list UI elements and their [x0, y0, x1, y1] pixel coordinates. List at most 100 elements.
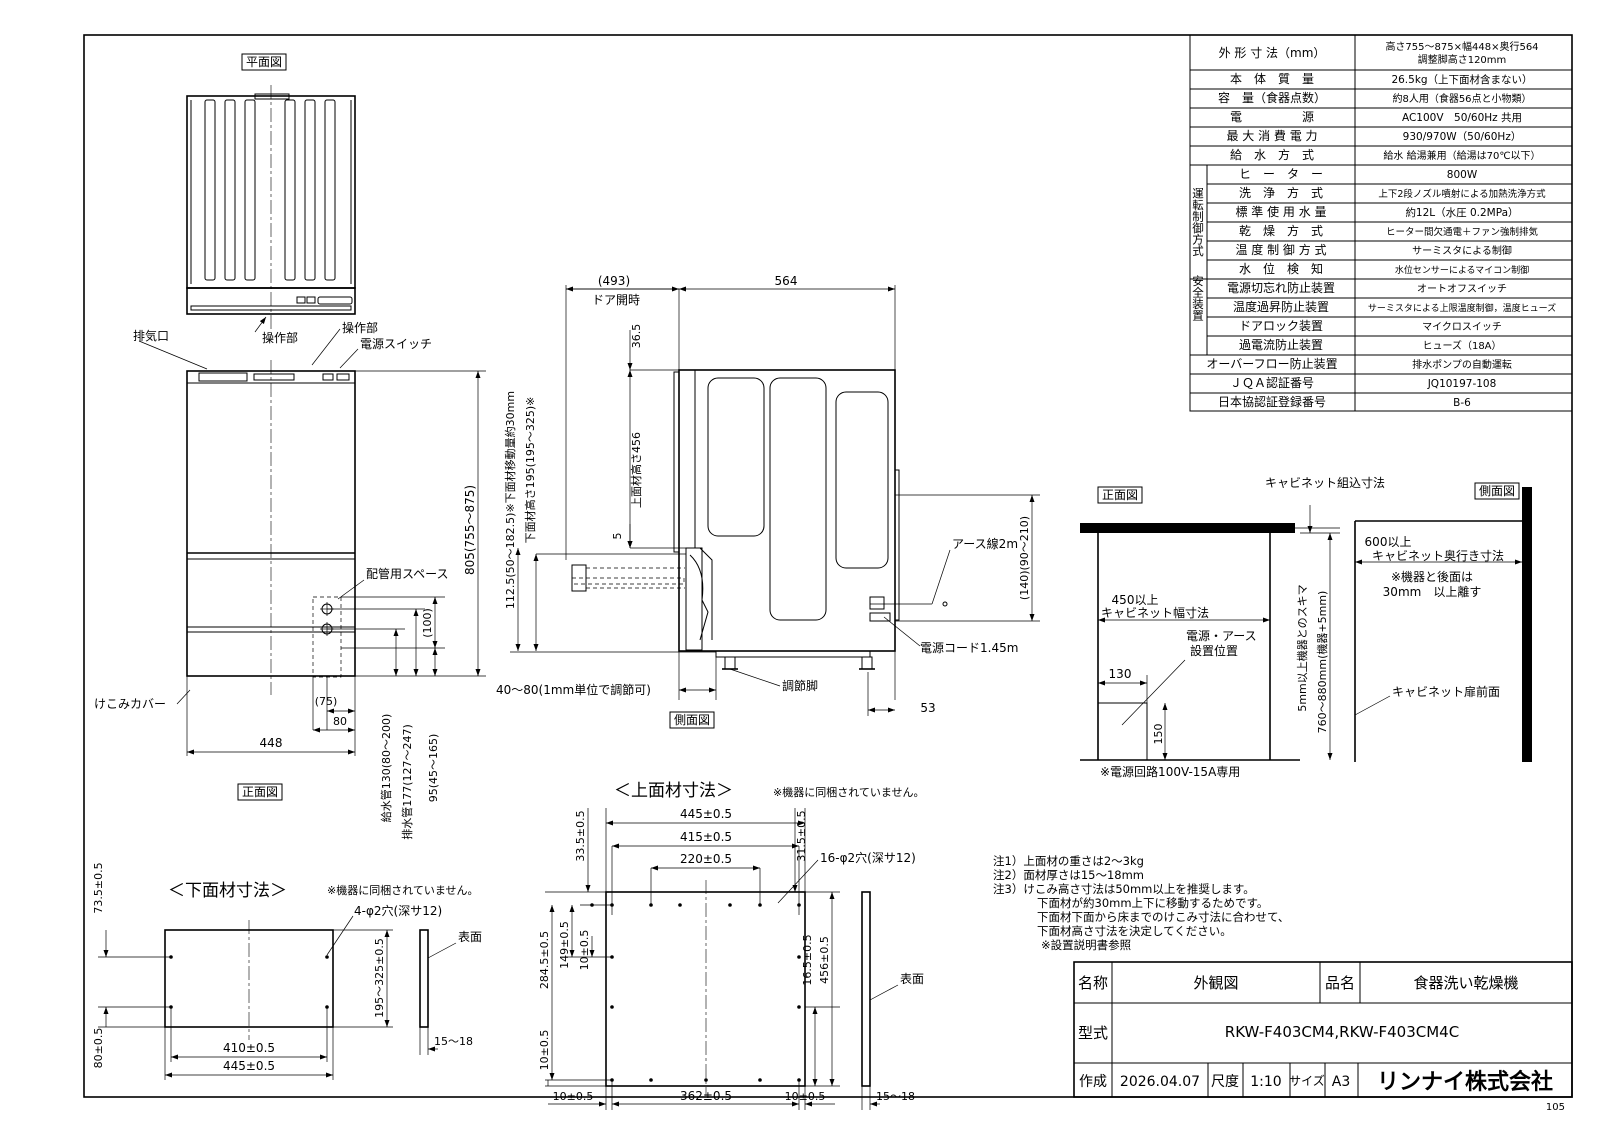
upper-width-445: 445±0.5: [680, 807, 732, 821]
spec-label: 温 度 制 御 方 式: [1235, 242, 1326, 257]
note-line: 下面材下面から床までのけこみ寸法に合わせて、: [1037, 910, 1289, 924]
upper-bottom-10-left: 10±0.5: [553, 1090, 594, 1103]
spec-value: AC100V 50/60Hz 共用: [1402, 112, 1522, 124]
spec-value: B-6: [1453, 397, 1471, 409]
cabinet-dim-150: 150: [1152, 724, 1165, 745]
spec-label: 水 位 検 知: [1239, 261, 1323, 276]
spec-label: 洗 浄 方 式: [1239, 185, 1323, 200]
upper-panel-note: ※機器に同梱されていません。: [773, 785, 925, 799]
spec-label: 外 形 寸 法（mm）: [1219, 46, 1326, 60]
side-view-title: 側面図: [674, 713, 710, 727]
upper-dim-31-5: 31.5±0.5: [795, 810, 808, 861]
front-dim-80: 80: [333, 715, 347, 728]
operation-group-label: 運転制御方式: [1191, 188, 1205, 257]
spec-label: ドアロック装置: [1239, 319, 1323, 333]
lower-panel-section: ＜下面材寸法＞ ※機器に同梱されていません。 4-φ2穴(深サ12) 73.5±…: [92, 862, 482, 1080]
spec-value: 高さ755～875×幅448×奥行564: [1385, 40, 1538, 53]
drawing-name: 外観図: [1193, 974, 1238, 992]
adjust-range-label: 40～80(1mm単位で調節可): [496, 682, 651, 697]
upper-holes-label: 16-φ2穴(深サ12): [820, 850, 916, 865]
note-line: 注1）上面材の重さは2～3kg: [993, 854, 1144, 868]
upper-dim-10-b: 10±0.5: [538, 1030, 551, 1071]
lower-width-410: 410±0.5: [223, 1041, 275, 1055]
spec-label: 電 源: [1230, 110, 1314, 124]
spec-value: オートオフスイッチ: [1417, 283, 1507, 295]
spec-label: ヒ ー タ ー: [1239, 167, 1323, 181]
front-dim-75: (75): [315, 695, 338, 708]
spec-label: 本 体 質 量: [1230, 71, 1314, 86]
cabinet-front-title: 正面図: [1102, 488, 1138, 502]
spec-label: 標 準 使 用 水 量: [1235, 204, 1326, 219]
upper-bottom-10-right: 10±0.5: [785, 1090, 826, 1103]
door-open-dim: (493): [598, 274, 630, 288]
door-open-label: ドア開時: [592, 293, 640, 307]
spec-label: 電源切忘れ防止装置: [1227, 280, 1335, 295]
front-height-dim: 805(755～875): [463, 485, 477, 575]
spec-value: 26.5kg（上下面材含まない）: [1391, 73, 1532, 86]
circuit-note: ※電源回路100V-15A専用: [1100, 764, 1240, 779]
drawing-border: [83, 34, 1573, 1098]
created-label: 作成: [1079, 1074, 1107, 1090]
spec-value: 上下2段ノズル噴射による加熱洗浄方式: [1378, 188, 1546, 200]
upper-dim-149: 149±0.5: [558, 921, 571, 969]
spec-value: 調整脚高さ120mm: [1418, 53, 1507, 66]
dim-36-5: 36.5: [630, 324, 643, 349]
gap-note-2: 30mm 以上離す: [1383, 585, 1482, 599]
lower-thickness-dim: 15～18: [434, 1035, 473, 1048]
spec-label: 最 大 消 費 電 力: [1226, 128, 1317, 143]
scale-label: 尺度: [1211, 1074, 1239, 1090]
name-label: 名称: [1078, 974, 1108, 992]
lower-dim-73-5: 73.5±0.5: [92, 862, 105, 913]
dim-53: 53: [920, 701, 935, 715]
piping-space-label: 配管用スペース: [366, 566, 449, 581]
spec-label: 容 量（食器点数）: [1218, 90, 1326, 105]
product-label: 品名: [1325, 974, 1355, 992]
lower-holes-label: 4-φ2穴(深サ12): [354, 903, 442, 918]
cabinet-side-title: 側面図: [1479, 484, 1515, 498]
upper-dim-33-5: 33.5±0.5: [574, 810, 587, 861]
power-position-label: 電源・アース: [1186, 629, 1257, 643]
note-line: 下面材高さ寸法を決定してください。: [1037, 924, 1232, 938]
note-line: 下面材が約30mm上下に移動するためです。: [1037, 896, 1268, 910]
front-view-title: 正面図: [242, 785, 278, 799]
spec-label: 温度過昇防止装置: [1233, 299, 1329, 314]
upper-bottom-362: 362±0.5: [680, 1089, 732, 1103]
upper-surface-label: 表面: [900, 972, 924, 986]
depth-dim: 564: [775, 274, 798, 288]
company-name: リンナイ株式会社: [1377, 1069, 1553, 1095]
spec-table: 外 形 寸 法（mm） 高さ755～875×幅448×奥行564 調整脚高さ12…: [1189, 34, 1573, 412]
upper-width-220: 220±0.5: [680, 852, 732, 866]
spec-value: 930/970W（50/60Hz）: [1403, 131, 1522, 143]
cabinet-width: 450以上: [1112, 593, 1159, 607]
front-width-dim: 448: [260, 736, 283, 750]
upper-width-415: 415±0.5: [680, 830, 732, 844]
spec-value: 約12L（水圧 0.2MPa）: [1405, 206, 1518, 219]
note-line: 注3）けこみ高さ寸法は50mm以上を推奨します。: [993, 882, 1255, 896]
cabinet-width-label: キャビネット幅寸法: [1101, 605, 1209, 620]
upper-dim-10-a: 10±0.5: [578, 930, 591, 971]
kick-cover-label: けこみカバー: [94, 697, 166, 711]
spec-value: サーミスタによる上限温度制御，温度ヒューズ: [1368, 302, 1556, 314]
earth-wire-label: アース線2m: [952, 536, 1018, 551]
lower-panel-title: ＜下面材寸法＞: [168, 881, 287, 901]
exhaust-label: 排気口: [133, 328, 169, 343]
spec-label: 給 水 方 式: [1230, 147, 1314, 162]
cabinet-height: 760～880mm(機器+5mm): [1315, 591, 1329, 734]
sheet-number: 105: [1546, 1102, 1565, 1113]
adjust-foot-label: 調節脚: [782, 678, 818, 693]
lower-panel-note: 112.5(50～182.5)※下面材移動量約30mm: [503, 391, 517, 609]
spec-label: 日本協認証登録番号: [1218, 394, 1326, 409]
lower-panel-height: 下面材高さ195(195～325)※: [523, 397, 537, 544]
control-label-plan: 操作部: [262, 330, 298, 345]
lower-surface-label: 表面: [458, 930, 482, 944]
spec-value: ヒーター間欠通電＋ファン強制排気: [1386, 226, 1539, 238]
model-number: RKW-F403CM4,RKW-F403CM4C: [1225, 1023, 1459, 1041]
upper-dim-284-5: 284.5±0.5: [538, 931, 551, 989]
power-position-label-2: 設置位置: [1190, 643, 1238, 658]
spec-value: JQ10197-108: [1427, 378, 1497, 390]
upper-thickness-dim: 15～18: [876, 1090, 915, 1103]
cabinet-depth-label: キャビネット奥行き寸法: [1372, 549, 1504, 563]
notes: 注1）上面材の重さは2～3kg 注2）面材厚さは15～18mm 注3）けこみ高さ…: [993, 854, 1289, 952]
lower-height-dim: 195～325±0.5: [373, 938, 386, 1018]
supply-pipe-dim: 給水管130(80～200): [379, 714, 393, 823]
